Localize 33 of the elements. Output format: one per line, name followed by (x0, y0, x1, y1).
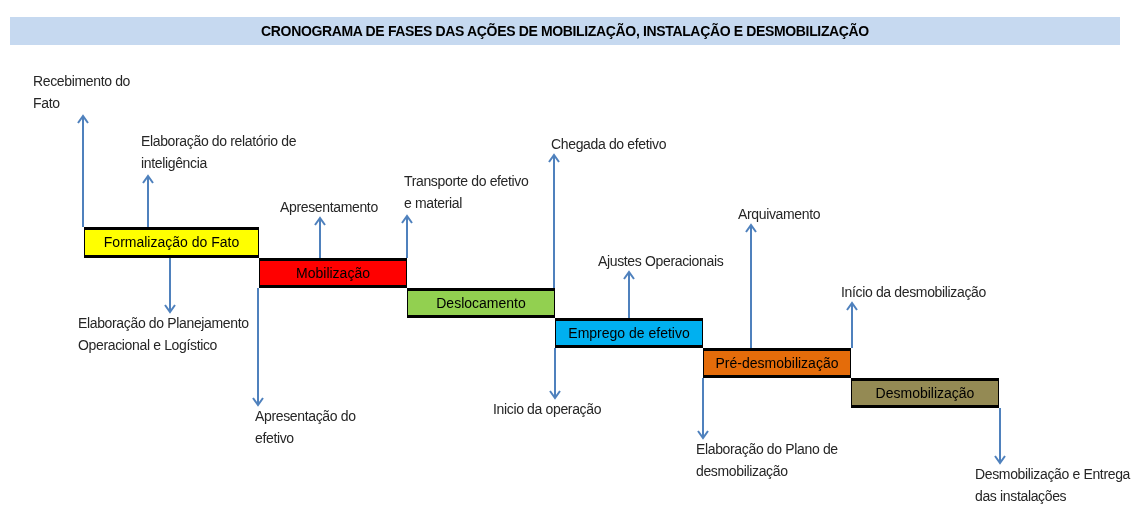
arrow (314, 217, 326, 259)
arrow (142, 175, 154, 228)
title-banner: CRONOGRAMA DE FASES DAS AÇÕES DE MOBILIZAÇÃO, INSTALAÇÃO E DESMOBILIZAÇÃO (10, 17, 1120, 45)
phase-bar: Mobilização (259, 258, 407, 288)
milestone-label: Elaboração do Plano de desmobilização (696, 438, 866, 484)
arrow (623, 271, 635, 319)
milestone-label: Chegada do efetivo (551, 133, 711, 155)
milestone-label: Transporte do efetivo e material (404, 170, 534, 216)
milestone-label: Recebimento do Fato (33, 70, 133, 116)
milestone-label: Apresentamento (280, 196, 390, 218)
milestone-label: Elaboração do relatório de inteligência (141, 130, 331, 176)
milestone-label: Elaboração do Planejamento Operacional e Logístico (78, 312, 254, 358)
arrow (401, 215, 413, 259)
arrow (697, 377, 709, 439)
arrow (846, 302, 858, 349)
milestone-label: Arquivamento (738, 203, 843, 225)
phase-bar: Pré-desmobilização (703, 348, 851, 378)
arrow (252, 287, 264, 406)
phase-bar: Deslocamento (407, 288, 555, 318)
arrow (77, 115, 89, 228)
phase-bar: Desmobilização (851, 378, 999, 408)
milestone-label: Apresentação do efetivo (255, 405, 360, 451)
arrow (548, 154, 560, 289)
arrow (745, 224, 757, 349)
phase-bar: Formalização do Fato (84, 227, 259, 258)
milestone-label: Desmobilização e Entrega das instalações (975, 463, 1133, 509)
milestone-label: Inicio da operação (493, 398, 628, 420)
arrow (549, 347, 561, 399)
arrow (994, 407, 1006, 464)
phase-bar: Emprego de efetivo (555, 318, 703, 348)
milestone-label: Ajustes Operacionais (598, 250, 748, 272)
milestone-label: Início da desmobilização (841, 281, 1016, 303)
arrow (164, 257, 176, 313)
